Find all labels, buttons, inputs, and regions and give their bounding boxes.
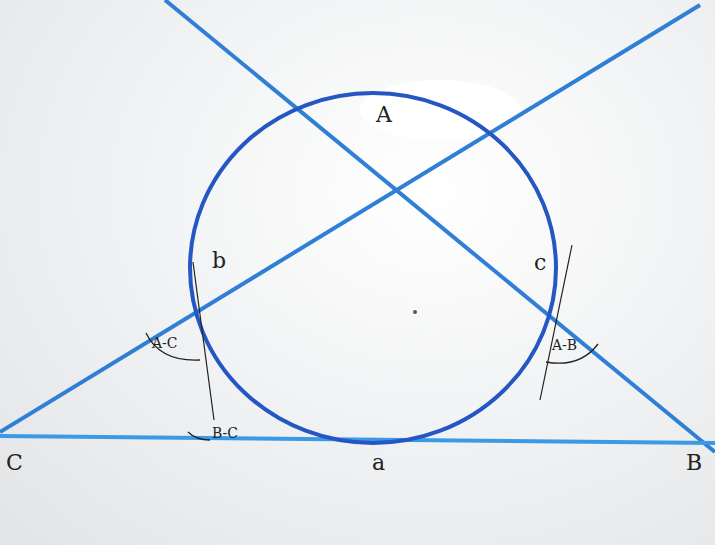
angle-label: A-B (552, 338, 577, 352)
side-line (0, 5, 700, 432)
angle-label: B-C (212, 426, 238, 440)
center-dot (413, 310, 417, 314)
side-line (165, 0, 715, 452)
point-label: C (6, 452, 23, 474)
point-label: A (376, 104, 392, 126)
incircle (190, 93, 556, 443)
angle-arc (188, 432, 210, 440)
point-label: a (372, 452, 385, 474)
tangent-line (193, 262, 214, 420)
point-label: B (686, 452, 702, 474)
angle-arc (146, 333, 200, 360)
point-label: c (534, 252, 546, 274)
angle-label: A-C (152, 336, 178, 350)
point-label: b (212, 250, 226, 272)
